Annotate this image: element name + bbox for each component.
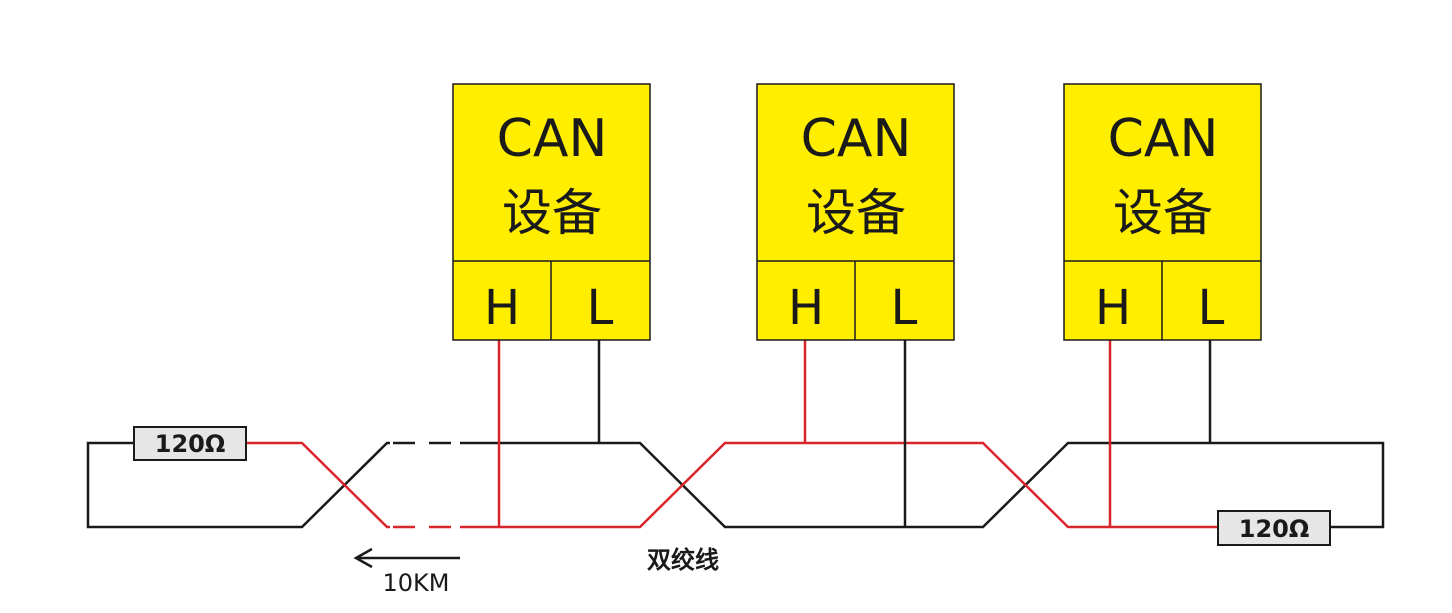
- termination-resistor-left: 120Ω: [133, 426, 247, 461]
- can-device-3: CAN 设备 H L: [1063, 83, 1262, 341]
- pin-h-label: H: [1095, 280, 1131, 336]
- resistor-label: 120Ω: [155, 430, 226, 458]
- device-drop-lines: [497, 340, 1212, 527]
- can-device-2: CAN 设备 H L: [756, 83, 955, 341]
- resistor-body: [1217, 510, 1331, 546]
- can-low-wire: [86, 441, 1385, 529]
- distance-label: 10KM: [383, 569, 450, 597]
- device-title: CAN: [801, 109, 912, 169]
- device-title: CAN: [1108, 109, 1219, 169]
- device-subtitle: 设备: [502, 184, 602, 242]
- resistor-body: [133, 426, 247, 461]
- twisted-pair-label: 双绞线: [647, 546, 719, 574]
- can-device-1: CAN 设备 H L: [452, 83, 651, 341]
- resistor-label: 120Ω: [1239, 515, 1310, 543]
- can-high-wire: [246, 441, 1218, 529]
- device-subtitle: 设备: [806, 184, 906, 242]
- distance-arrow: [353, 547, 460, 569]
- pin-h-label: H: [484, 280, 520, 336]
- pin-l-label: L: [891, 280, 918, 336]
- pin-l-label: L: [587, 280, 614, 336]
- pin-h-label: H: [788, 280, 824, 336]
- pin-l-label: L: [1198, 280, 1225, 336]
- device-subtitle: 设备: [1113, 184, 1213, 242]
- termination-resistor-right: 120Ω: [1217, 510, 1331, 546]
- device-title: CAN: [497, 109, 608, 169]
